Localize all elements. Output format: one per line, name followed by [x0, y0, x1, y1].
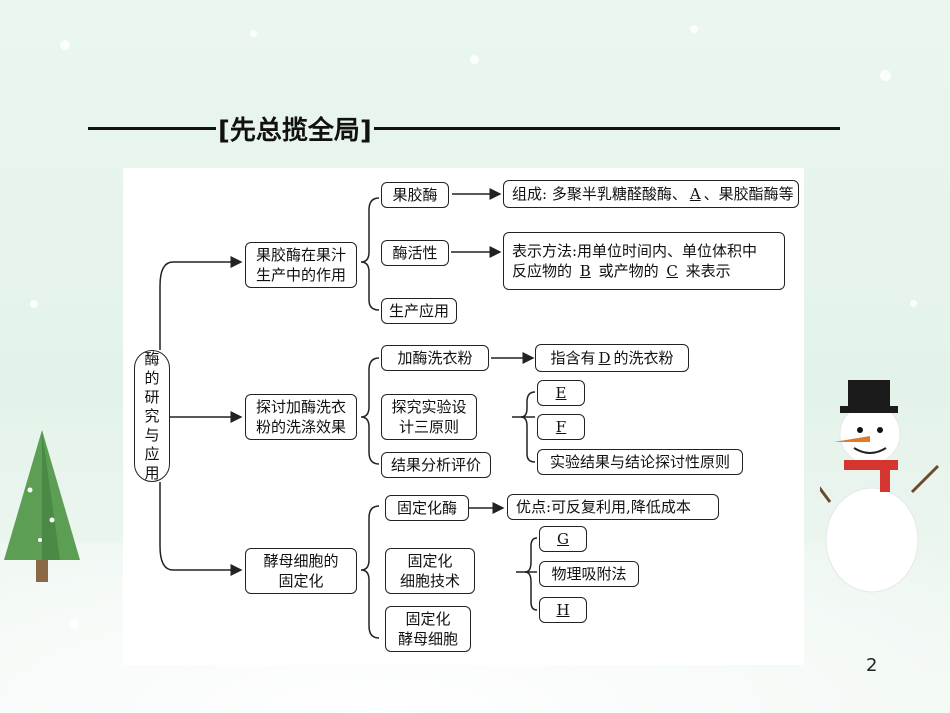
- blank-C: C: [666, 262, 678, 280]
- node-enzyme-detergent: 加酶洗衣粉: [381, 345, 489, 371]
- root-char: 酶: [144, 349, 160, 368]
- item-E: E: [537, 380, 585, 406]
- detail-line: 反应物的 B 或产物的 C 来表示: [512, 261, 731, 281]
- node-label: 生产应用: [388, 302, 449, 320]
- node-label-line: 固定化: [405, 610, 451, 628]
- branch-yeast-immobilization: 酵母细胞的 固定化: [245, 548, 357, 594]
- snowflake: [70, 620, 79, 629]
- branch-pectinase: 果胶酶在果汁 生产中的作用: [245, 242, 357, 288]
- node-production-use: 生产应用: [381, 298, 457, 324]
- snowman-illustration: [820, 380, 940, 593]
- detail-text: 的洗衣粉: [613, 349, 674, 367]
- snowflake: [60, 40, 70, 50]
- snowflake: [910, 300, 917, 307]
- page-number: 2: [866, 655, 878, 676]
- title-text: [先总揽全局]: [218, 115, 372, 146]
- blank-H: H: [556, 601, 570, 619]
- blank-E: E: [555, 384, 567, 402]
- detail-activity-expression: 表示方法:用单位时间内、单位体积中 反应物的 B 或产物的 C 来表示: [503, 232, 785, 290]
- node-label-line: 细胞技术: [399, 572, 460, 590]
- detail-text: 或产物的: [598, 262, 659, 280]
- node-label: 果胶酶: [392, 186, 438, 204]
- detail-text: 、果胶酯酶等: [703, 185, 794, 203]
- branch-label-line: 果胶酶在果汁: [255, 246, 346, 264]
- node-immobilized-yeast: 固定化 酵母细胞: [385, 606, 471, 652]
- node-experiment-principles: 探究实验设 计三原则: [381, 394, 477, 440]
- node-cell-immobilization: 固定化 细胞技术: [385, 548, 475, 594]
- detail-detergent-definition: 指含有 D 的洗衣粉: [535, 344, 689, 372]
- branch-label-line: 固定化: [278, 572, 324, 590]
- item-physical-adsorption: 物理吸附法: [539, 561, 639, 587]
- detail-text: 来表示: [685, 262, 731, 280]
- node-label-line: 酵母细胞: [397, 630, 458, 648]
- branch-label-line: 粉的洗涤效果: [255, 418, 346, 436]
- item-G: G: [539, 526, 587, 552]
- node-label-line: 固定化: [407, 552, 453, 570]
- blank-D: D: [598, 349, 611, 367]
- detail-text: 反应物的: [512, 262, 573, 280]
- blank-G: G: [557, 530, 569, 548]
- root-char: 用: [144, 463, 160, 482]
- blank-B: B: [579, 262, 591, 280]
- root-char: 与: [144, 425, 160, 444]
- root-char: 研: [144, 387, 160, 406]
- branch-label-line: 生产中的作用: [255, 266, 346, 284]
- snowflake: [470, 55, 479, 64]
- item-text: 物理吸附法: [551, 565, 627, 583]
- node-enzyme-activity: 酶活性: [381, 240, 449, 266]
- branch-label-line: 酵母细胞的: [263, 552, 339, 570]
- snowflake: [880, 70, 891, 81]
- node-label-line: 计三原则: [398, 418, 459, 436]
- root-node: 酶 的 研 究 与 应 用: [134, 350, 170, 482]
- section-title: [先总揽全局]: [88, 108, 840, 148]
- root-char: 的: [144, 368, 160, 387]
- node-label: 结果分析评价: [390, 456, 481, 474]
- blank-A: A: [689, 185, 701, 203]
- blank-F: F: [555, 418, 567, 436]
- node-result-analysis: 结果分析评价: [381, 452, 491, 478]
- detail-text: 优点:可反复利用,降低成本: [516, 498, 691, 516]
- connector-lines: [159, 188, 538, 639]
- snowflake: [250, 30, 257, 37]
- node-label: 固定化酶: [396, 499, 457, 517]
- title-rule-right: [373, 126, 840, 130]
- item-H: H: [539, 597, 587, 623]
- node-pectinase: 果胶酶: [381, 182, 449, 208]
- item-exploratory-principle: 实验结果与结论探讨性原则: [537, 449, 743, 475]
- node-label: 酶活性: [392, 244, 438, 262]
- detail-pectinase-composition: 组成: 多聚半乳糖醛酸酶、 A 、果胶酯酶等: [503, 180, 799, 208]
- detail-text: 表示方法:用单位时间内、单位体积中: [512, 242, 758, 260]
- item-text: 实验结果与结论探讨性原则: [549, 453, 730, 471]
- snowflake: [30, 300, 38, 308]
- item-F: F: [537, 414, 585, 440]
- root-char: 应: [144, 444, 160, 463]
- node-label: 加酶洗衣粉: [397, 349, 473, 367]
- branch-detergent: 探讨加酶洗衣 粉的洗涤效果: [245, 394, 357, 440]
- node-label-line: 探究实验设: [391, 398, 467, 416]
- title-rule-left: [88, 126, 216, 130]
- concept-map: 酶 的 研 究 与 应 用 果胶酶在果汁 生产中的作用 果胶酶 组成: 多聚半乳…: [123, 168, 804, 665]
- detail-text: 指含有: [550, 349, 596, 367]
- detail-immobilized-advantage: 优点:可反复利用,降低成本: [507, 494, 719, 520]
- detail-text: 组成: 多聚半乳糖醛酸酶、: [512, 185, 687, 203]
- branch-label-line: 探讨加酶洗衣: [255, 398, 346, 416]
- root-char: 究: [144, 406, 160, 425]
- snowflake: [690, 25, 698, 33]
- node-immobilized-enzyme: 固定化酶: [385, 495, 469, 521]
- tree-illustration: [4, 430, 80, 582]
